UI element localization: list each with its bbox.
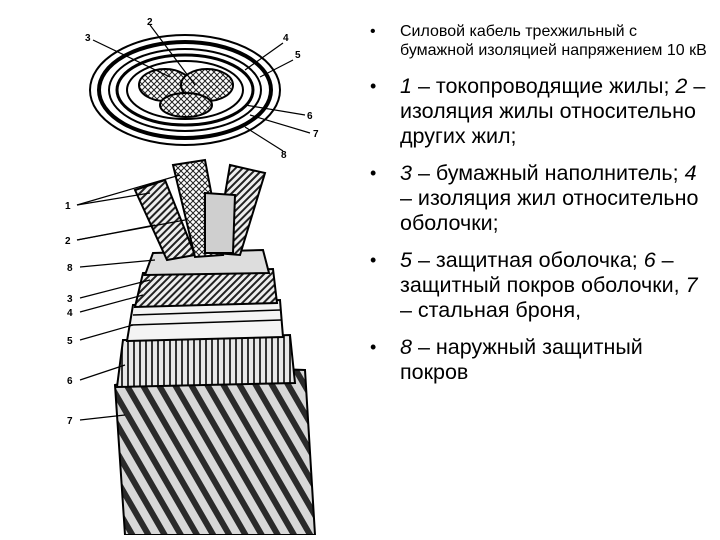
item-text: – токопроводящие жилы;	[411, 74, 676, 98]
item-number: 3	[400, 161, 412, 185]
list-item: • 8 – наружный защитный покров	[362, 335, 712, 385]
item-text: – изоляция жил относительно оболочки;	[400, 186, 699, 235]
cable-diagram: 3 2 4 5 6 7 8 1 2 8 3 4 5 6	[55, 15, 355, 536]
label-right-6: 6	[307, 111, 313, 122]
item-text: – защитный покров оболочки,	[400, 248, 686, 297]
label-left-3: 3	[67, 294, 73, 305]
label-top-4: 4	[283, 33, 289, 44]
item-number: 5	[400, 248, 412, 272]
cable-side-view	[76, 158, 317, 536]
label-left-1: 1	[65, 201, 71, 212]
label-left-8: 8	[67, 263, 73, 274]
bullet: •	[370, 163, 377, 183]
caption-text: Силовой кабель трехжильный с бумажной из…	[400, 23, 707, 59]
item-text: – защитная оболочка;	[411, 248, 644, 272]
label-right-8: 8	[281, 150, 287, 161]
item-number: 6	[643, 248, 656, 272]
bullet: •	[370, 76, 377, 96]
item-number: 7	[685, 273, 698, 297]
label-left-6: 6	[67, 376, 73, 387]
item-number: 4	[684, 161, 697, 185]
cross-section	[89, 24, 311, 152]
bullet: •	[370, 23, 376, 40]
list-item: • 3 – бумажный наполнитель; 4 – изоляция…	[362, 161, 712, 236]
label-left-2: 2	[65, 236, 71, 247]
description-panel: • Силовой кабель трехжильный с бумажной …	[362, 22, 712, 397]
item-number: 1	[400, 74, 412, 98]
label-right-7: 7	[313, 129, 319, 140]
item-text: – наружный защитный покров	[400, 335, 643, 384]
item-text: – изоляция жилы относительно других жил;	[400, 74, 706, 148]
label-top-3: 3	[85, 33, 91, 44]
label-top-2: 2	[147, 17, 153, 28]
item-number: 8	[400, 335, 412, 359]
item-text: – бумажный наполнитель;	[411, 161, 685, 185]
description-list: • Силовой кабель трехжильный с бумажной …	[362, 22, 712, 385]
list-item: • Силовой кабель трехжильный с бумажной …	[362, 22, 712, 60]
item-number: 2	[675, 74, 688, 98]
label-left-5: 5	[67, 336, 73, 347]
cable-diagram-svg: 3 2 4 5 6 7 8 1 2 8 3 4 5 6	[65, 17, 319, 536]
list-item: • 1 – токопроводящие жилы; 2 – изоляция …	[362, 74, 712, 149]
label-left-4: 4	[67, 308, 73, 319]
bullet: •	[370, 337, 377, 357]
label-top-5: 5	[295, 50, 301, 61]
item-text: – стальная броня,	[400, 298, 582, 322]
list-item: • 5 – защитная оболочка; 6 – защитный по…	[362, 248, 712, 323]
label-left-7: 7	[67, 416, 73, 427]
bullet: •	[370, 250, 377, 270]
